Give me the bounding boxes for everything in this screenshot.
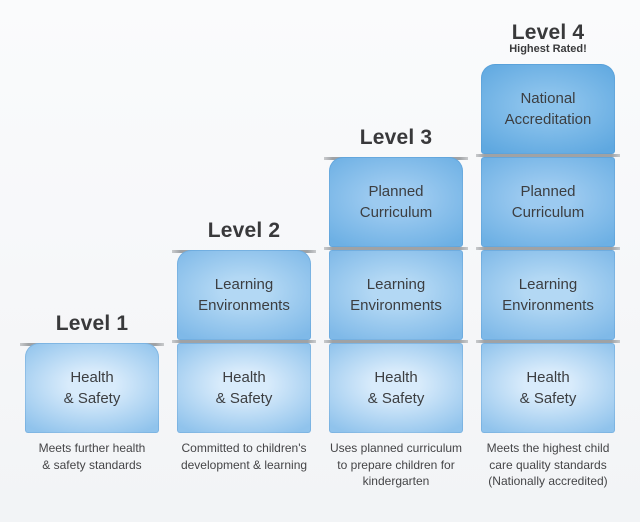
level-4-title: Level 4 [511,21,585,44]
level-3-caption: Uses planned curriculum to prepare child… [329,441,463,489]
step-separator-line [324,247,468,250]
block-learning-environments: Learning Environments [324,247,468,340]
level-column-3: Level 3 Planned Curriculum Learning Envi… [324,0,468,522]
block-label: Health & Safety [215,369,273,407]
level-2-caption: Committed to children's development & le… [180,441,308,472]
step-separator-line [172,340,316,343]
level-4-subtitle: Highest Rated! [509,43,587,55]
block-learning-environments: Learning Environments [172,250,316,340]
level-3-block-stack: Planned Curriculum Learning Environments… [324,157,468,433]
block-health-safety: Health & Safety [172,340,316,433]
step-separator-line [324,340,468,343]
step-separator-line [476,154,620,157]
block-label: Planned Curriculum [359,183,433,221]
block-health-safety: Health & Safety [324,340,468,433]
block-health-safety: Health & Safety [476,340,620,433]
level-column-4: Level 4 Highest Rated! National Accredit… [476,0,620,522]
block-label: Learning Environments [350,276,442,314]
level-1-block-stack: Health & Safety [20,343,164,433]
level-column-2: Level 2 Learning Environments Health & S… [172,0,316,522]
block-national-accreditation: National Accreditation [481,64,615,154]
block-planned-curriculum: Planned Curriculum [476,154,620,247]
level-4-caption: Meets the highest child care quality sta… [486,441,610,489]
block-planned-curriculum: Planned Curriculum [324,157,468,247]
block-label: Health & Safety [367,369,425,407]
block-label: National Accreditation [504,90,592,128]
block-health-safety: Health & Safety [20,343,164,433]
level-2-block-stack: Learning Environments Health & Safety [172,250,316,433]
block-learning-environments: Learning Environments [476,247,620,340]
level-3-title: Level 3 [359,126,433,149]
level-1-caption: Meets further health & safety standards [38,441,146,472]
step-separator-line [476,340,620,343]
level-1-title: Level 1 [55,312,129,335]
level-4-block-stack: National Accreditation Planned Curriculu… [476,64,620,433]
block-label: Learning Environments [198,276,290,314]
level-2-title: Level 2 [207,219,281,242]
step-separator-line [476,247,620,250]
block-label: Learning Environments [502,276,594,314]
block-label: Planned Curriculum [511,183,585,221]
level-column-1: Level 1 Health & Safety Meets further he… [20,0,164,522]
block-label: Health & Safety [63,369,121,407]
block-label: Health & Safety [519,369,577,407]
